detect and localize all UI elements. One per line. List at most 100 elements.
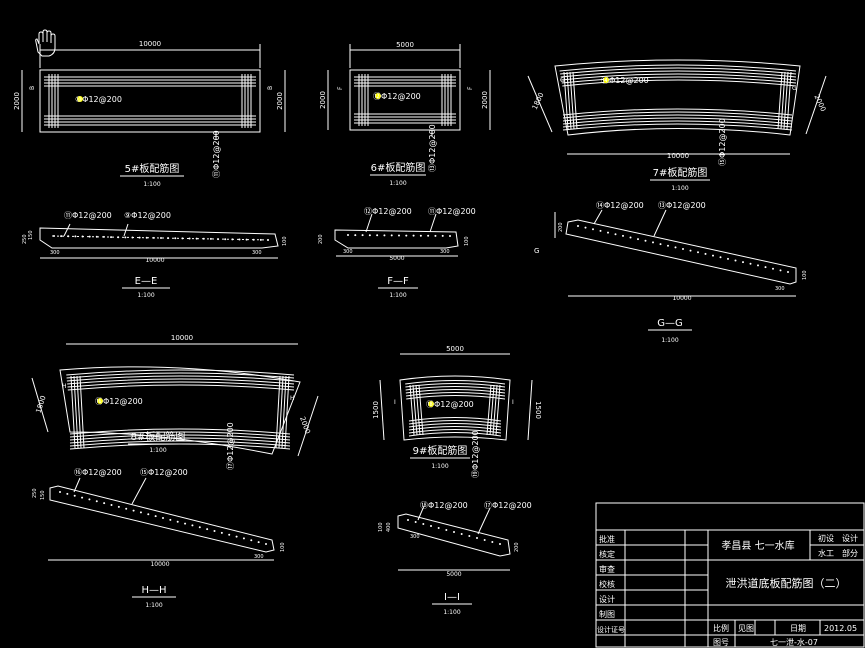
tb-ratio-value: 见图 [738, 624, 754, 633]
rebar-dot [176, 520, 179, 523]
rebar-dot [74, 235, 77, 238]
sectionE-d300-left: 300 [50, 250, 60, 256]
rebar-dot [60, 235, 63, 238]
tb-dept-b: 部分 [842, 548, 858, 558]
plan5-right-mark: B [267, 86, 274, 90]
sectionF-rebar-right: ⑪Φ12@200 [428, 207, 476, 216]
rebar-grid-6 [354, 74, 456, 126]
rebar-dot [434, 234, 437, 237]
sectionH-d300: 300 [254, 554, 264, 560]
rebar-line [418, 384, 424, 436]
sectionH-rebar-left: ⑯Φ12@200 [74, 468, 122, 477]
rebar-dot [259, 238, 262, 241]
rebar-dot [682, 248, 684, 250]
rebar-dot [499, 543, 501, 545]
plan9-title: 9#板配筋图 [413, 444, 468, 457]
plan7-right-mark: G [792, 85, 797, 92]
sectionH-scale: 1:100 [145, 602, 162, 609]
rebar-dot [169, 518, 172, 521]
rebar-line [79, 375, 85, 449]
rebar-dot [727, 257, 729, 260]
rebar-dot [667, 244, 669, 247]
rebar-dot [257, 541, 260, 544]
sectionI-title: I—I [444, 592, 460, 603]
rebar-line [489, 384, 495, 436]
rebar-dot [772, 267, 774, 270]
rebar-dot [614, 233, 617, 236]
sectionF-d200: 200 [318, 234, 324, 244]
rebar-dot [235, 535, 238, 538]
plan9-rebar-b: ⑲Φ12@200 [471, 430, 480, 478]
plan7-rebar-b: ⑮Φ12@200 [718, 118, 727, 166]
sectionH-length-dim: 10000 [150, 561, 169, 568]
rebar-dot [592, 228, 594, 231]
sectionI-length-dim: 5000 [446, 571, 461, 578]
rebar-dot [430, 525, 432, 527]
tb-role-draft: 制图 [599, 609, 615, 619]
sectionH-d100: 100 [280, 542, 286, 552]
rebar-dot [66, 492, 69, 495]
rebar-line [66, 375, 295, 382]
rebar-line [562, 114, 793, 122]
sectionG-length-dim: 10000 [672, 295, 691, 302]
rebar-dot [267, 239, 269, 241]
rebar-dot [195, 237, 198, 240]
rebar-dot [174, 237, 177, 240]
rebar-dot [749, 262, 752, 265]
rebar-dot [637, 238, 639, 241]
sectionG-d200: 200 [558, 222, 564, 232]
plan6-scale: 1:100 [389, 180, 406, 187]
plan5-left-height-dim: 2000 [13, 92, 21, 110]
rebar-line [69, 428, 291, 435]
plan6-left-height-dim: 2000 [319, 91, 327, 109]
section-F: ⑫Φ12@200 ⑪Φ12@200 5000 300 300 200 100 F… [318, 207, 476, 299]
tb-phase-a: 初设 [818, 533, 834, 543]
rebar-dot [453, 531, 455, 533]
sectionE-d250: 250 [22, 234, 28, 244]
rebar-line [561, 73, 797, 81]
rebar-dot [383, 234, 386, 237]
rebar-dot [181, 237, 184, 240]
rebar-dot [206, 528, 209, 531]
plan8-title: 8#板配筋图 [131, 430, 186, 443]
rebar-dot [110, 504, 113, 506]
sectionE-d300-right: 300 [252, 250, 262, 256]
rebar-dot [224, 238, 227, 241]
rebar-dot [242, 537, 245, 540]
plan8-rebar-a: ⑯Φ12@200 [95, 397, 143, 406]
rebar-dot [231, 238, 234, 241]
sectionE-title: E—E [135, 276, 158, 287]
sectionH-d250: 250 [32, 488, 38, 498]
rebar-dot [659, 243, 662, 246]
tb-role-design: 设计 [599, 594, 615, 604]
rebar-line [405, 392, 506, 397]
plan6-rebar-a: ⑫Φ12@200 [373, 92, 421, 101]
rebar-line [562, 111, 793, 119]
plan7-length-dim: 10000 [667, 152, 689, 160]
rebar-dot [117, 236, 120, 239]
sectionF-length-dim: 5000 [389, 255, 404, 262]
sectionI-d200: 200 [514, 542, 520, 552]
plan5-rebar-b: ⑪Φ12@200 [212, 130, 221, 178]
sectionE-length-dim: 10000 [145, 257, 164, 264]
sectionI-d100: 100 [378, 522, 384, 532]
rebar-dot [238, 238, 241, 241]
plan5-title: 5#板配筋图 [125, 162, 180, 175]
rebar-line [278, 375, 284, 449]
section-G: ⑭Φ12@200 ⑬Φ12@200 G 10000 300 100 200 G—… [534, 201, 808, 344]
rebar-dot [368, 234, 371, 237]
rebar-dot [81, 235, 84, 238]
rebar-dot [154, 515, 157, 518]
rebar-dot [689, 249, 692, 252]
section-H: ⑯Φ12@200 ⑮Φ12@200 250 150 300 100 10000 … [32, 468, 286, 609]
plan7-rebar-a: ⑭Φ12@200 [601, 76, 649, 85]
plan7-scale: 1:100 [671, 185, 688, 192]
rebar-line [408, 429, 502, 434]
plan6-rebar-b: ⑬Φ12@200 [428, 124, 437, 172]
rebar-dot [53, 235, 55, 237]
rebar-line [69, 434, 291, 441]
sectionI-scale: 1:100 [443, 609, 460, 616]
tb-role-verify: 核定 [599, 549, 615, 559]
rebar-line [281, 375, 287, 449]
